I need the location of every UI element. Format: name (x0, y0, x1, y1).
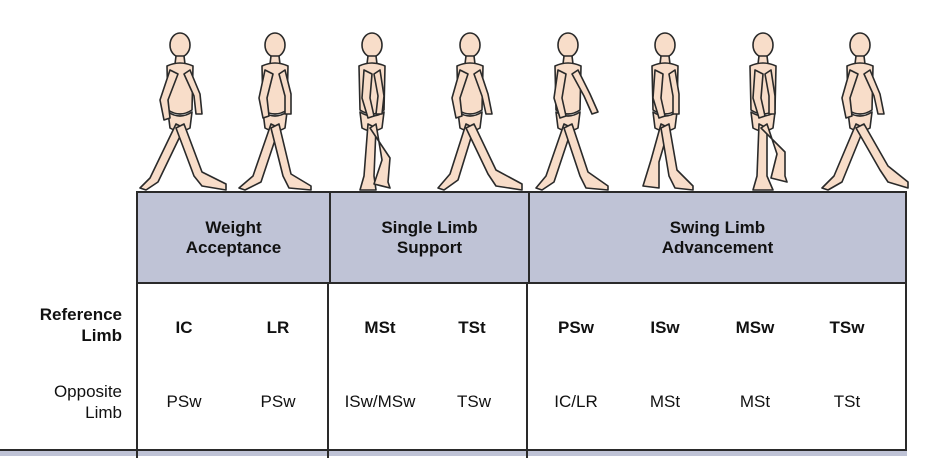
phase-label-line2: Support (396, 237, 463, 257)
gait-figure-tsw (821, 32, 909, 191)
gait-figure-ic (139, 32, 227, 191)
gait-figure-psw (535, 32, 609, 191)
gait-figure-tst (437, 32, 523, 191)
row-label-line1: Reference (39, 305, 122, 324)
reference-cell: TSt (458, 318, 486, 337)
phase-label-line1: Weight (205, 217, 262, 237)
gait-figure-lr (238, 32, 312, 191)
table-body (136, 282, 907, 456)
opposite-cell: MSt (649, 392, 681, 411)
reference-cell: LR (266, 318, 290, 337)
row-label-opposite: Opposite Limb (54, 381, 122, 423)
column-divider (526, 282, 528, 456)
phase-header-row: Weight Acceptance Single Limb Support Sw… (136, 191, 907, 284)
gait-figure-isw (642, 32, 694, 191)
column-divider (136, 451, 138, 458)
opposite-cell: IC/LR (554, 392, 598, 411)
reference-cell: IC (175, 318, 193, 337)
phase-weight-acceptance: Weight Acceptance (138, 193, 329, 282)
row-label-line2: Limb (81, 326, 122, 345)
opposite-cell: MSt (739, 392, 771, 411)
row-label-line2: Limb (85, 403, 122, 422)
opposite-cell: ISw/MSw (344, 392, 416, 411)
phase-label-line2: Advancement (661, 237, 774, 257)
opposite-cell: TSt (833, 392, 861, 411)
row-label-line1: Opposite (53, 382, 122, 401)
reference-cell: ISw (650, 318, 680, 337)
reference-cell: MSw (735, 318, 775, 337)
phase-label-line1: Single Limb (381, 217, 478, 237)
phase-label-line2: Acceptance (185, 237, 282, 257)
gait-figures (139, 32, 909, 191)
phase-swing-limb-advancement: Swing Limb Advancement (528, 193, 905, 282)
phase-label-line1: Swing Limb (669, 217, 766, 237)
reference-cell: MSt (364, 318, 396, 337)
opposite-cell: TSw (457, 392, 491, 411)
row-label-reference: Reference Limb (40, 304, 122, 346)
next-row-band (0, 449, 907, 458)
column-divider (327, 451, 329, 458)
gait-figure-msw (749, 32, 788, 191)
opposite-cell: PSw (166, 392, 202, 411)
phase-single-limb-support: Single Limb Support (329, 193, 528, 282)
reference-cell: TSw (829, 318, 865, 337)
column-divider (526, 451, 528, 458)
reference-cell: PSw (558, 318, 594, 337)
gait-figure-mst (358, 32, 391, 191)
column-divider (327, 282, 329, 456)
opposite-cell: PSw (260, 392, 296, 411)
